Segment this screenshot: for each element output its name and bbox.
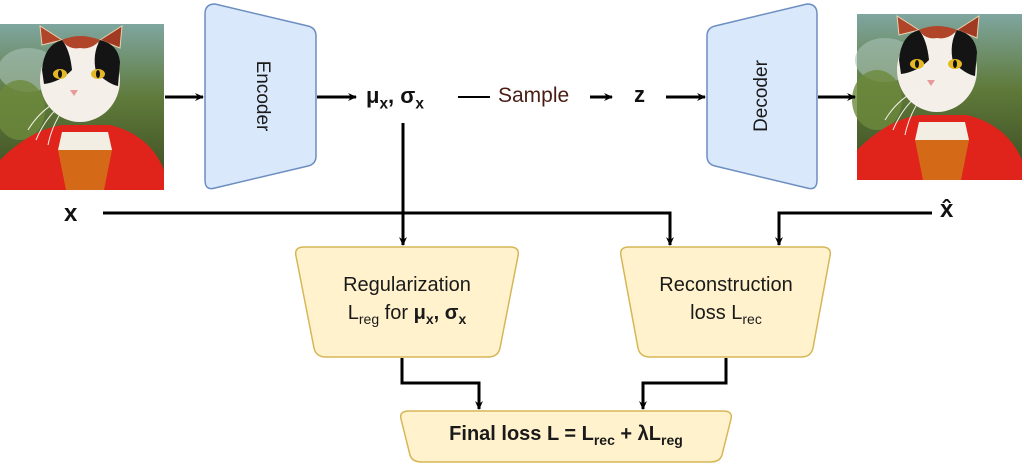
lambda-term: + λL bbox=[614, 423, 662, 445]
reconstruction-shape bbox=[619, 246, 832, 358]
for-text: for bbox=[379, 302, 414, 324]
reg-subscript: reg bbox=[661, 431, 683, 448]
latent-params-label: μx, σx bbox=[366, 83, 424, 113]
input-x-label: x bbox=[64, 200, 78, 227]
reconstruction-title: Reconstruction bbox=[659, 274, 793, 296]
arrow-reconstruction-to-final bbox=[639, 358, 728, 410]
loss-l-text: loss L bbox=[690, 302, 743, 324]
separator: , bbox=[433, 302, 445, 324]
reg-subscript: reg bbox=[358, 310, 380, 327]
decoder-shape bbox=[706, 3, 818, 190]
input-cat-image bbox=[0, 24, 164, 190]
sigma-subscript: x bbox=[458, 310, 467, 327]
regularization-shape bbox=[294, 246, 520, 358]
sigma-symbol: σ bbox=[400, 83, 416, 108]
regularization-title: Regularization bbox=[343, 274, 471, 296]
reconstruction-formula: loss Lrec bbox=[620, 299, 832, 333]
arrow-regularization-to-final bbox=[400, 358, 483, 410]
mu-subscript: x bbox=[425, 310, 434, 327]
encoder-shape bbox=[204, 3, 317, 190]
regularization-formula: Lreg for μx, σx bbox=[296, 299, 518, 333]
sigma-subscript: x bbox=[415, 95, 424, 113]
params-separator: , bbox=[388, 83, 401, 108]
l-symbol: L bbox=[347, 302, 359, 324]
arrow-x-to-reconstruction bbox=[103, 211, 674, 246]
regularization-text: Regularization Lreg for μx, σx bbox=[296, 271, 518, 333]
encoder-label: Encoder bbox=[252, 60, 273, 132]
final-loss-prefix: Final loss L = L bbox=[449, 423, 594, 445]
reconstruction-text: Reconstruction loss Lrec bbox=[620, 271, 832, 333]
final-loss-shape bbox=[399, 410, 733, 463]
final-loss-text: Final loss L = Lrec + λLreg bbox=[400, 420, 732, 454]
mu-subscript: x bbox=[379, 95, 389, 113]
sigma-symbol: σ bbox=[444, 302, 459, 324]
mu-symbol: μ bbox=[366, 83, 380, 108]
rec-subscript: rec bbox=[593, 431, 615, 448]
latent-z-label: z bbox=[634, 82, 645, 107]
output-cat-image bbox=[852, 14, 1022, 180]
rec-subscript: rec bbox=[742, 310, 762, 327]
mu-symbol: μ bbox=[413, 302, 426, 324]
decoder-label: Decoder bbox=[751, 60, 772, 132]
arrow-xhat-to-reconstruction bbox=[775, 211, 932, 246]
sample-label: Sample bbox=[498, 84, 570, 107]
output-xhat-label: x̂ bbox=[940, 196, 954, 223]
